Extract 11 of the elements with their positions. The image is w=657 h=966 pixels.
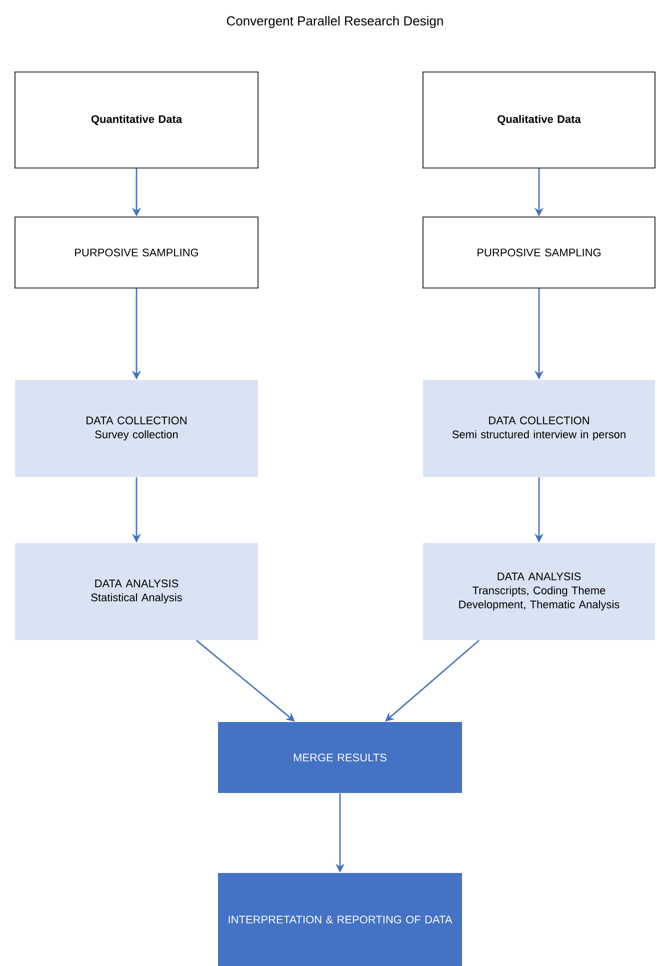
title: Convergent Parallel Research Design (226, 16, 443, 28)
process-box: DATA COLLECTION Semi structured interview in person (423, 380, 655, 477)
process-box: DATA COLLECTION Survey collection (15, 380, 258, 477)
result-box: INTERPRETATION & REPORTING OF DATA (218, 873, 462, 966)
process-box: DATA ANALYSIS Statistical Analysis (15, 543, 258, 640)
process-box: PURPOSIVE SAMPLING (422, 216, 656, 288)
process-box: DATA ANALYSIS Transcripts, Coding Theme Development, Thematic Analysis (423, 543, 655, 640)
process-box: Qualitative Data (422, 72, 656, 168)
process-box: PURPOSIVE SAMPLING (14, 216, 258, 288)
process-box: Quantitative Data (14, 72, 258, 168)
result-box: MERGE RESULTS (218, 722, 462, 793)
